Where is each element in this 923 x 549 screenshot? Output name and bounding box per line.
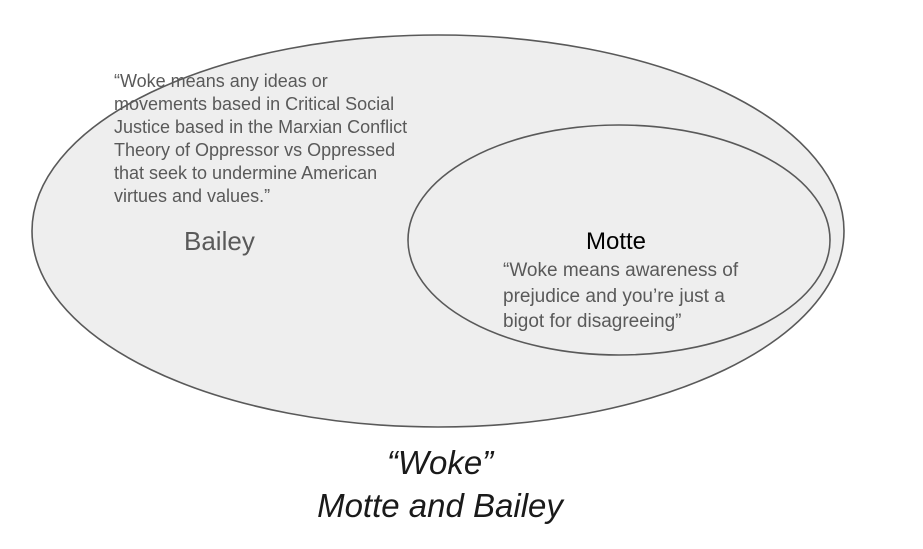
title-line-woke: “Woke” bbox=[386, 444, 494, 481]
motte-ellipse bbox=[407, 124, 831, 356]
bailey-label: Bailey bbox=[184, 226, 255, 256]
title-line-motte-and-bailey: Motte and Bailey bbox=[317, 487, 563, 524]
diagram-title: “Woke” Motte and Bailey bbox=[0, 441, 880, 527]
bailey-quote: “Woke means any ideas or movements based… bbox=[114, 71, 408, 206]
motte-quote: “Woke means awareness of prejudice and y… bbox=[503, 260, 739, 332]
motte-label: Motte bbox=[586, 228, 647, 255]
